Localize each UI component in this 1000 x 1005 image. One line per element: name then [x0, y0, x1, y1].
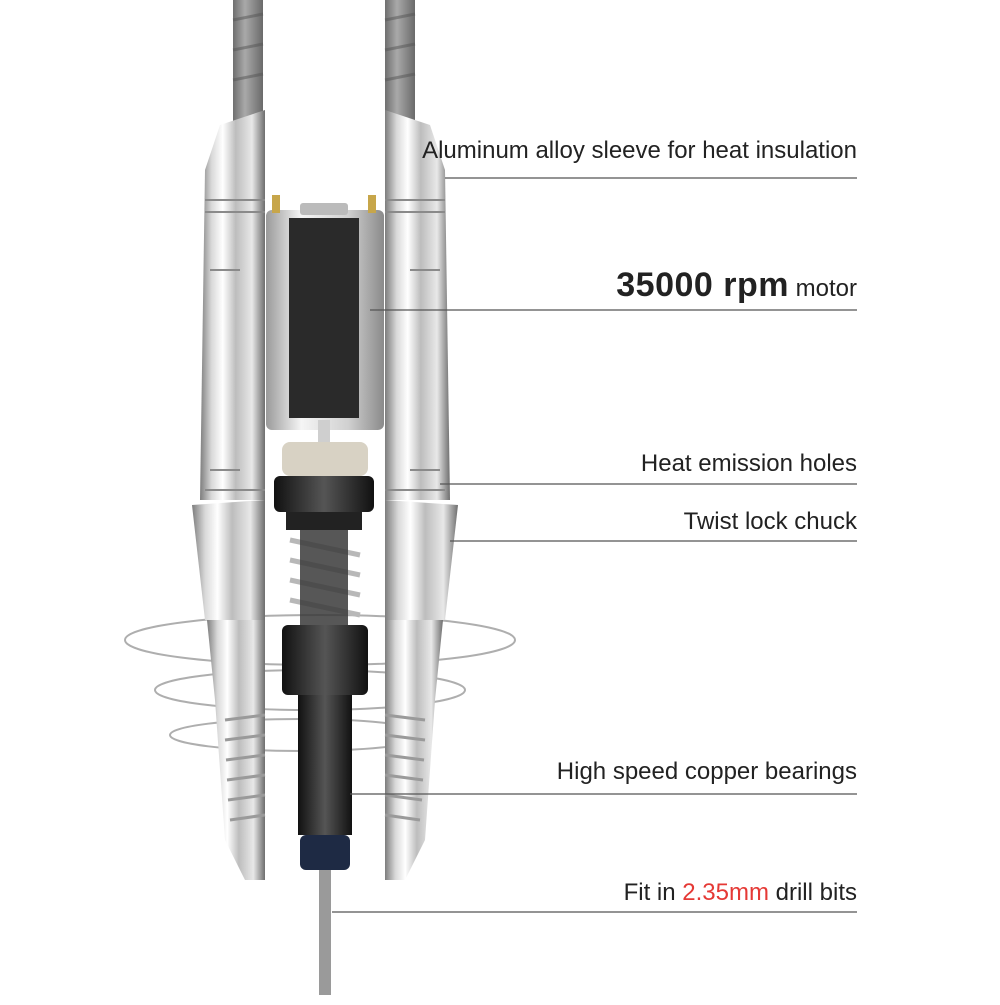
callout-heat-holes-text: Heat emission holes: [640, 450, 857, 477]
callout-sleeve: Aluminum alloy sleeve for heat insulatio…: [422, 137, 857, 165]
callout-chuck-text: Twist lock chuck: [683, 508, 857, 535]
callout-bits-prefix: Fit in: [623, 879, 683, 906]
callout-sleeve-text: Aluminum alloy sleeve for heat insulatio…: [422, 137, 857, 164]
power-cable: [232, 0, 416, 130]
callout-motor-speed: 35000 rpm: [616, 266, 789, 304]
leader-lines: [332, 177, 857, 913]
callout-bearings: High speed copper bearings: [557, 758, 857, 786]
callout-chuck: Twist lock chuck: [684, 508, 857, 536]
callout-motor: 35000 rpm motor: [616, 266, 857, 305]
chuck-assembly: [274, 442, 374, 995]
motor: [266, 195, 384, 442]
callout-bits-suffix: drill bits: [768, 879, 857, 906]
callout-motor-text: motor: [788, 275, 857, 302]
callout-drill-bits: Fit in 2.35mm drill bits: [624, 879, 857, 907]
callout-heat-holes: Heat emission holes: [641, 450, 857, 478]
callout-bits-size: 2.35mm: [682, 879, 769, 906]
callout-bearings-text: High speed copper bearings: [556, 758, 857, 785]
left-shell: [192, 110, 266, 880]
right-shell: [384, 110, 458, 880]
